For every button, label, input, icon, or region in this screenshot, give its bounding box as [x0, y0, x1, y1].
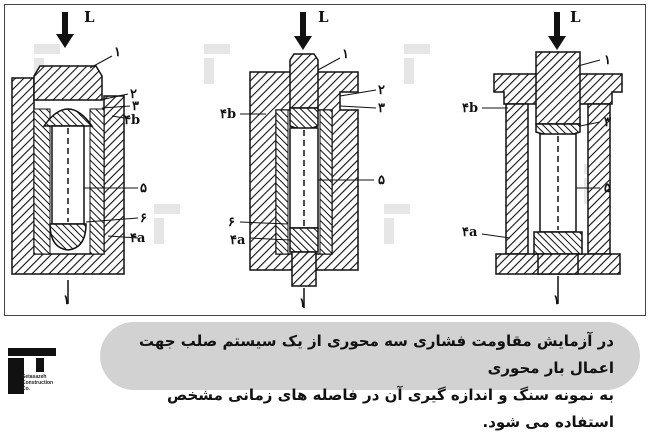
- label-4a: ۴a: [230, 233, 246, 248]
- label-1: ۱: [114, 45, 121, 60]
- logo-line-2: Construction: [22, 380, 54, 386]
- caption-line-2: به نمونه سنگ و اندازه گیری آن در فاصله ه…: [167, 386, 614, 431]
- load-arrow-shaft: [554, 12, 560, 38]
- column-left: [505, 103, 529, 255]
- label-2: ۲: [378, 83, 385, 98]
- bottom-stem: [291, 251, 317, 287]
- loading-piston: [535, 51, 581, 125]
- label-3: ۳: [378, 101, 385, 116]
- label-2: ۲: [130, 87, 137, 102]
- panel-middle: L ۱ ۲ ۳ ۴b ۵ ۶ ۴a ۱: [220, 8, 385, 311]
- logo-line-1: Setasazeh: [22, 374, 47, 380]
- label-3: ۳: [132, 99, 139, 114]
- load-label: L: [84, 8, 95, 26]
- load-arrow-shaft: [62, 12, 68, 36]
- lower-platen: [289, 227, 319, 253]
- label-1: ۱: [342, 47, 349, 62]
- label-3: ۳: [604, 115, 611, 130]
- upper-platen: [289, 107, 319, 130]
- load-arrow-head: [294, 36, 312, 50]
- inner-wall-left: [33, 108, 51, 255]
- border: [4, 4, 646, 316]
- loading-piston: [289, 53, 319, 109]
- bottom-mark: ۱: [299, 296, 306, 311]
- panel-right: L ۱ ۳ ۴b ۵ ۴a ۱: [462, 8, 623, 308]
- load-arrow-shaft: [300, 12, 306, 38]
- bottom-mark: ۱: [63, 293, 70, 308]
- panel-left: L ۱ ۲ ۳ ۴b ۵ ۶ ۴a ۱: [11, 8, 147, 308]
- triaxial-cell-diagram: L ۱ ۲ ۳ ۴b ۵ ۶ ۴a ۱ L: [4, 4, 646, 316]
- logo-text: Setasazeh Construction Co.: [22, 374, 53, 392]
- label-4b: ۴b: [220, 107, 236, 122]
- caption-text: در آزمایش مقاومت فشاری سه محوری از یک سی…: [118, 328, 614, 436]
- upper-platen: [42, 108, 94, 127]
- bottom-stem: [537, 253, 579, 275]
- load-label: L: [570, 8, 581, 26]
- label-4a: ۴a: [130, 231, 146, 246]
- logo-line-3: Co.: [22, 386, 31, 392]
- inner-wall-left: [275, 109, 289, 255]
- bottom-mark: ۱: [553, 293, 560, 308]
- company-logo: [8, 348, 56, 394]
- load-label: L: [318, 8, 329, 26]
- label-4b: ۴b: [462, 101, 478, 116]
- label-5: ۵: [378, 173, 385, 188]
- label-5: ۵: [604, 181, 611, 196]
- label-6: ۶: [228, 215, 235, 230]
- inner-wall-right: [89, 108, 105, 255]
- load-arrow-head: [56, 34, 74, 48]
- caption-line-1: در آزمایش مقاومت فشاری سه محوری از یک سی…: [138, 332, 614, 377]
- caption-box: در آزمایش مقاومت فشاری سه محوری از یک سی…: [100, 322, 640, 431]
- figure-frame: L ۱ ۲ ۳ ۴b ۵ ۶ ۴a ۱ L: [4, 4, 646, 316]
- label-4b: ۴b: [124, 113, 140, 128]
- label-1: ۱: [604, 53, 611, 68]
- lower-platen: [49, 223, 87, 251]
- label-4a: ۴a: [462, 225, 478, 240]
- label-5: ۵: [140, 181, 147, 196]
- loading-cap: [33, 65, 103, 101]
- inner-wall-right: [319, 109, 333, 255]
- load-arrow-head: [548, 36, 566, 50]
- lower-platen: [533, 231, 583, 255]
- label-6: ۶: [140, 211, 147, 226]
